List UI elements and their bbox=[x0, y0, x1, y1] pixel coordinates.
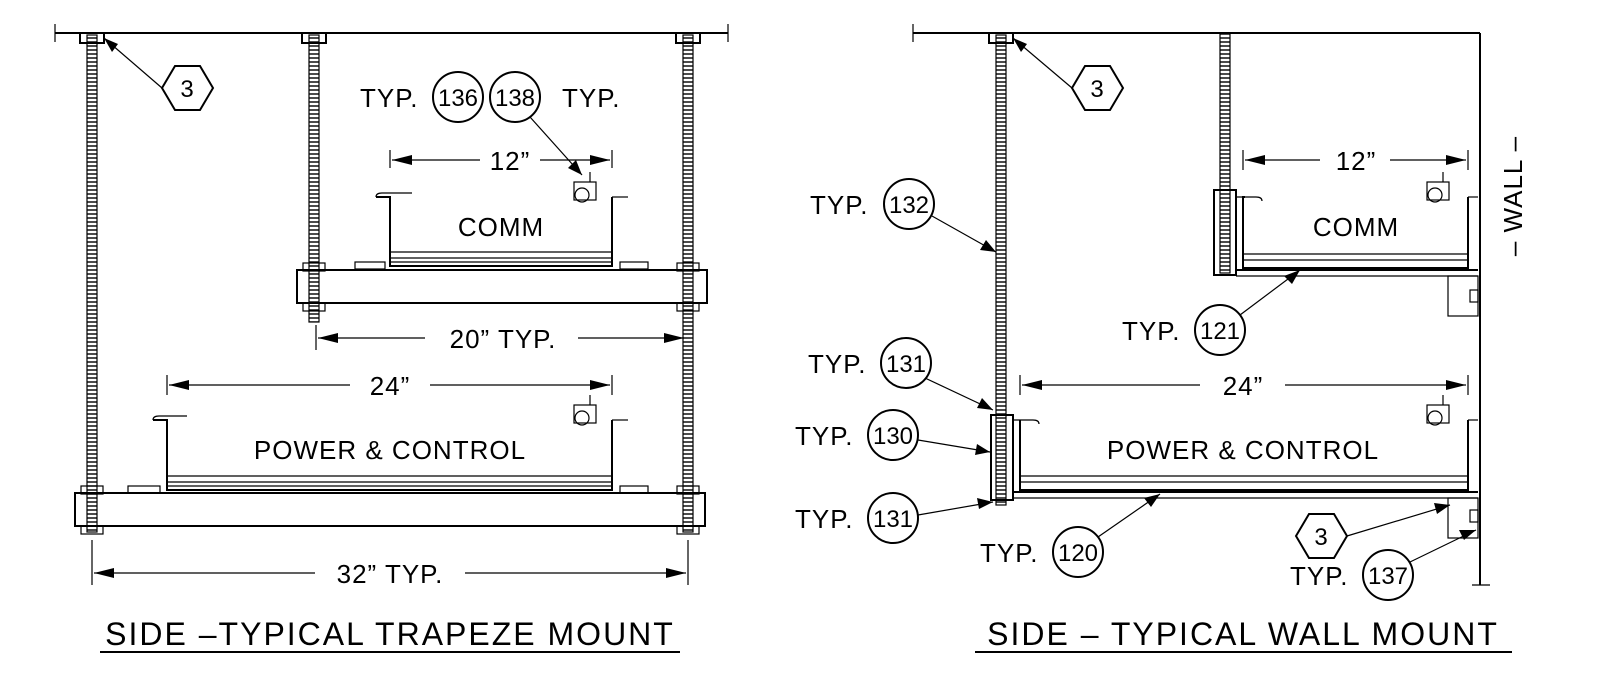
view-title: SIDE – TYPICAL WALL MOUNT bbox=[987, 616, 1499, 652]
circle-callout bbox=[489, 71, 541, 123]
wall-mount-view: 12” 24” COMM POWER & CONTROL – WALL – 3 … bbox=[795, 24, 1528, 653]
dim-upper-span: 20” TYP. bbox=[450, 324, 557, 354]
typ-label: TYP. bbox=[1290, 561, 1348, 591]
circle-callout bbox=[1052, 526, 1104, 578]
callout-number: 130 bbox=[873, 423, 913, 450]
circle-callout bbox=[1194, 304, 1246, 356]
callout-number: 137 bbox=[1368, 563, 1408, 590]
typ-label: TYP. bbox=[795, 504, 853, 534]
typ-label: TYP. bbox=[562, 83, 620, 113]
upper-strut bbox=[296, 269, 708, 304]
dim-lower-width: 24” bbox=[370, 371, 411, 401]
circle-callout bbox=[432, 71, 484, 123]
dim-lower-width: 24” bbox=[1223, 371, 1264, 401]
power-control-tray bbox=[127, 395, 649, 494]
wall-label: – WALL – bbox=[1498, 136, 1528, 256]
circle-callout bbox=[883, 178, 935, 230]
dim-upper-width: 12” bbox=[490, 146, 531, 176]
trapeze-mount-view: 12” 20” TYP. 24” 32” TYP. COMM POWER & C… bbox=[54, 24, 729, 653]
typ-label: TYP. bbox=[360, 83, 418, 113]
callout-number: 3 bbox=[180, 76, 193, 103]
lower-strut bbox=[74, 492, 706, 527]
comm-tray bbox=[1236, 172, 1478, 269]
comm-tray-label: COMM bbox=[1313, 212, 1399, 242]
comm-tray-label: COMM bbox=[458, 212, 544, 242]
callout-number: 131 bbox=[873, 506, 913, 533]
dim-upper-width: 12” bbox=[1336, 146, 1377, 176]
typ-label: TYP. bbox=[980, 538, 1038, 568]
threaded-rod bbox=[1219, 32, 1231, 274]
comm-tray bbox=[354, 172, 649, 270]
callout-number: 138 bbox=[495, 85, 535, 112]
threaded-rod bbox=[995, 34, 1007, 506]
hex-callout bbox=[1070, 65, 1125, 111]
circle-callout bbox=[867, 492, 919, 544]
callout-number: 121 bbox=[1200, 318, 1240, 345]
callout-number: 131 bbox=[886, 351, 926, 378]
typ-label: TYP. bbox=[1122, 316, 1180, 346]
power-control-tray-label: POWER & CONTROL bbox=[254, 435, 526, 465]
hex-callout bbox=[160, 65, 215, 111]
callout-number: 136 bbox=[438, 85, 478, 112]
threaded-rod bbox=[682, 34, 694, 533]
callout-number: 120 bbox=[1058, 540, 1098, 567]
threaded-rod bbox=[308, 34, 320, 323]
power-control-tray bbox=[1013, 395, 1478, 491]
typ-label: TYP. bbox=[808, 349, 866, 379]
circle-callout bbox=[880, 337, 932, 389]
callout-number: 3 bbox=[1314, 524, 1327, 551]
circle-callout bbox=[1362, 549, 1414, 601]
dim-lower-span: 32” TYP. bbox=[337, 559, 444, 589]
power-control-tray-label: POWER & CONTROL bbox=[1107, 435, 1379, 465]
typ-label: TYP. bbox=[795, 421, 853, 451]
callout-number: 132 bbox=[889, 192, 929, 219]
callout-number: 3 bbox=[1090, 76, 1103, 103]
circle-callout bbox=[867, 409, 919, 461]
typ-label: TYP. bbox=[810, 190, 868, 220]
view-title: SIDE –TYPICAL TRAPEZE MOUNT bbox=[105, 616, 675, 652]
threaded-rod bbox=[86, 34, 98, 533]
